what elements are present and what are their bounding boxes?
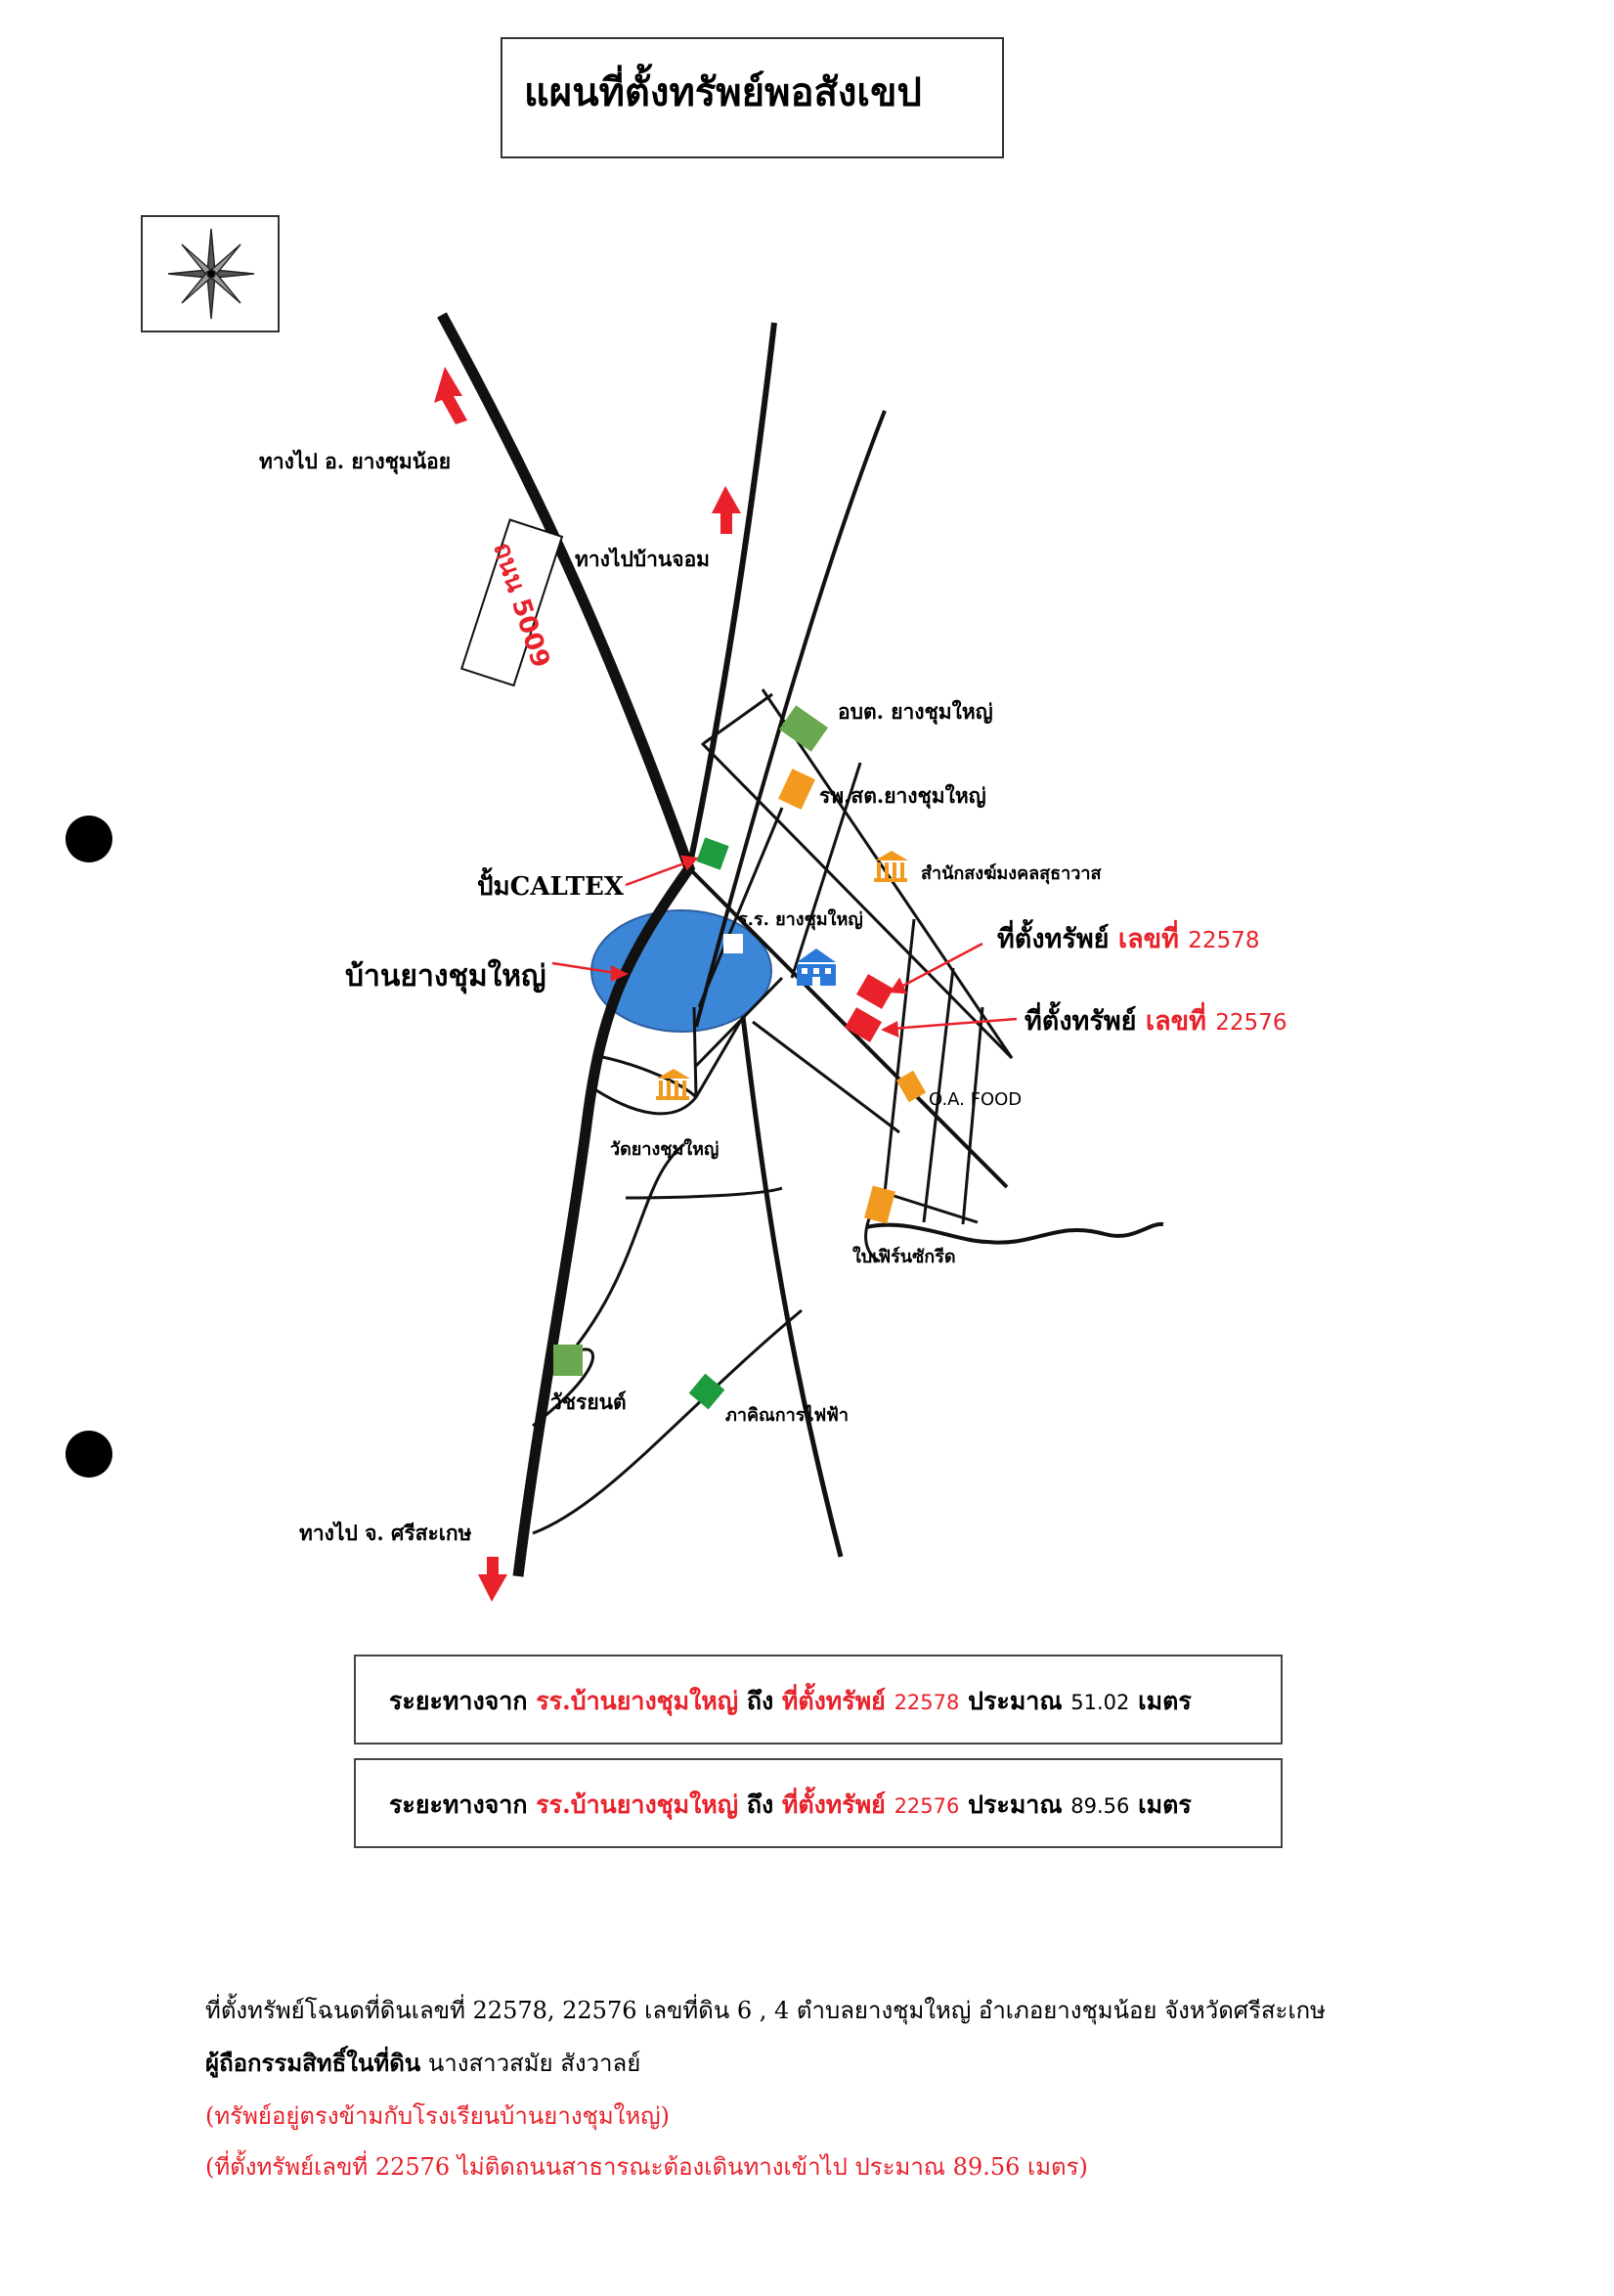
obt-marker (779, 705, 828, 752)
distance-value: 89.56 (1070, 1794, 1130, 1818)
label-pea: ภาคิณการไฟฟ้า (725, 1405, 850, 1426)
road-to-ban-chom (686, 322, 777, 869)
distance-target: ที่ตั้งทรัพย์ (781, 1790, 886, 1819)
distance-from: รร.บ้านยางชุมใหญ่ (536, 1790, 739, 1819)
page-title: แผนที่ตั้งทรัพย์พอสังเขป (501, 37, 1004, 158)
pea-marker (688, 1373, 725, 1410)
compass-rose-box (141, 215, 280, 332)
distance-box-22578: ระยะทางจาก รร.บ้านยางชุมใหญ่ ถึง ที่ตั้ง… (354, 1655, 1283, 1744)
tile-shop-marker (864, 1185, 895, 1224)
property-22578-label: ที่ตั้งทรัพย์ เลขที่ 22578 (997, 917, 1259, 959)
footer-title-deed: ที่ตั้งทรัพย์โฉนดที่ดินเลขที่ 22578, 225… (205, 1991, 1326, 2029)
label-obt: อบต. ยางชุมใหญ่ (838, 699, 993, 724)
road-sign (459, 518, 564, 687)
punch-hole-bottom (65, 1431, 112, 1478)
arrow-up-icon (434, 367, 467, 424)
footer-owner-name: นางสาวสมัย สังวาลย์ (427, 2050, 641, 2077)
hospital-marker (778, 769, 815, 810)
property-22576-label: ที่ตั้งทรัพย์ เลขที่ 22576 (1025, 999, 1287, 1041)
label-sangha-office: สำนักสงฆ์มงคลสุธาวาส (921, 863, 1102, 884)
stream (865, 1221, 1164, 1245)
compass-rose-icon (167, 228, 255, 320)
distance-lead: ระยะทางจาก (389, 1687, 528, 1715)
distance-approx: ประมาณ (968, 1687, 1063, 1715)
label-hospital: รพ.สต.ยางชุมใหญ่ (819, 783, 986, 808)
label-tile-shop: ใบเฟิร์นซักรีด (852, 1247, 956, 1267)
road-north-east (694, 410, 887, 1028)
distance-to-word: ถึง (746, 1687, 774, 1715)
label-temple: วัดยางชุมใหญ่ (610, 1139, 720, 1160)
caltex-marker (696, 837, 729, 870)
property-22578-prefix: ที่ตั้งทรัพย์ (997, 924, 1110, 954)
distance-number: 22576 (894, 1794, 960, 1818)
direction-arrows (434, 367, 741, 1602)
property-22576-parcel (845, 1007, 882, 1042)
distance-number: 22578 (894, 1691, 960, 1714)
distance-approx: ประมาณ (968, 1790, 1063, 1819)
arrow-down-icon (478, 1557, 507, 1602)
property-22578-number: 22578 (1188, 928, 1260, 953)
label-to-ban-chom: ทางไปบ้านจอม (575, 547, 711, 571)
label-to-sisaket: ทางไป จ. ศรีสะเกษ (299, 1521, 472, 1545)
label-oa-food: O.A. FOOD (929, 1089, 1023, 1110)
distance-to-word: ถึง (746, 1790, 774, 1819)
distance-lead: ระยะทางจาก (389, 1790, 528, 1819)
footer-line1: ที่ตั้งทรัพย์โฉนดที่ดินเลขที่ 22578, 225… (205, 1997, 1326, 2024)
distance-value: 51.02 (1070, 1691, 1130, 1714)
label-to-yangchum-noi: ทางไป อ. ยางชุมน้อย (259, 449, 452, 473)
arrow-up-icon (712, 486, 741, 534)
label-watcharayon: วัชรยนต์ (550, 1390, 627, 1414)
distance-box-22576: ระยะทางจาก รร.บ้านยางชุมใหญ่ ถึง ที่ตั้ง… (354, 1758, 1283, 1848)
footer-owner-label: ผู้ถือกรรมสิทธิ์ในที่ดิน (205, 2049, 421, 2077)
distance-unit: เมตร (1138, 1790, 1192, 1819)
property-22576-word: เลขที่ (1145, 1006, 1206, 1037)
temple-icon (656, 1069, 690, 1100)
distance-target: ที่ตั้งทรัพย์ (781, 1687, 886, 1715)
road-south (740, 1016, 844, 1558)
label-school: ร.ร. ยางชุมใหญ่ (738, 909, 863, 930)
school-building (723, 934, 743, 953)
school-icon (797, 949, 836, 986)
label-village: บ้านยางชุมใหญ่ (345, 959, 546, 993)
distance-from: รร.บ้านยางชุมใหญ่ (536, 1687, 739, 1715)
property-22578-parcel (856, 974, 894, 1009)
punch-hole-top (65, 816, 112, 862)
temple-icon (874, 851, 908, 882)
footer-owner: ผู้ถือกรรมสิทธิ์ในที่ดิน นางสาวสมัย สังว… (205, 2044, 640, 2082)
distance-unit: เมตร (1138, 1687, 1192, 1715)
leader-lines (551, 855, 1018, 1038)
property-22576-prefix: ที่ตั้งทรัพย์ (1025, 1006, 1137, 1037)
footer-note2: (ที่ตั้งทรัพย์เลขที่ 22576 ไม่ติดถนนสาธา… (205, 2153, 1088, 2181)
label-caltex: ปั้มCALTEX (477, 872, 625, 902)
footer-note1: (ทรัพย์อยู่ตรงข้ามกับโรงเรียนบ้านยางชุมใ… (205, 2102, 670, 2130)
highway-5009 (437, 312, 696, 1577)
oa-food-marker (895, 1070, 927, 1103)
road-east-second (752, 1020, 900, 1134)
property-22576-number: 22576 (1215, 1010, 1287, 1036)
property-22578-word: เลขที่ (1117, 924, 1179, 954)
watcharayon-marker (553, 1345, 583, 1376)
page-title-text: แผนที่ตั้งทรัพย์พอสังเขป (524, 69, 922, 115)
